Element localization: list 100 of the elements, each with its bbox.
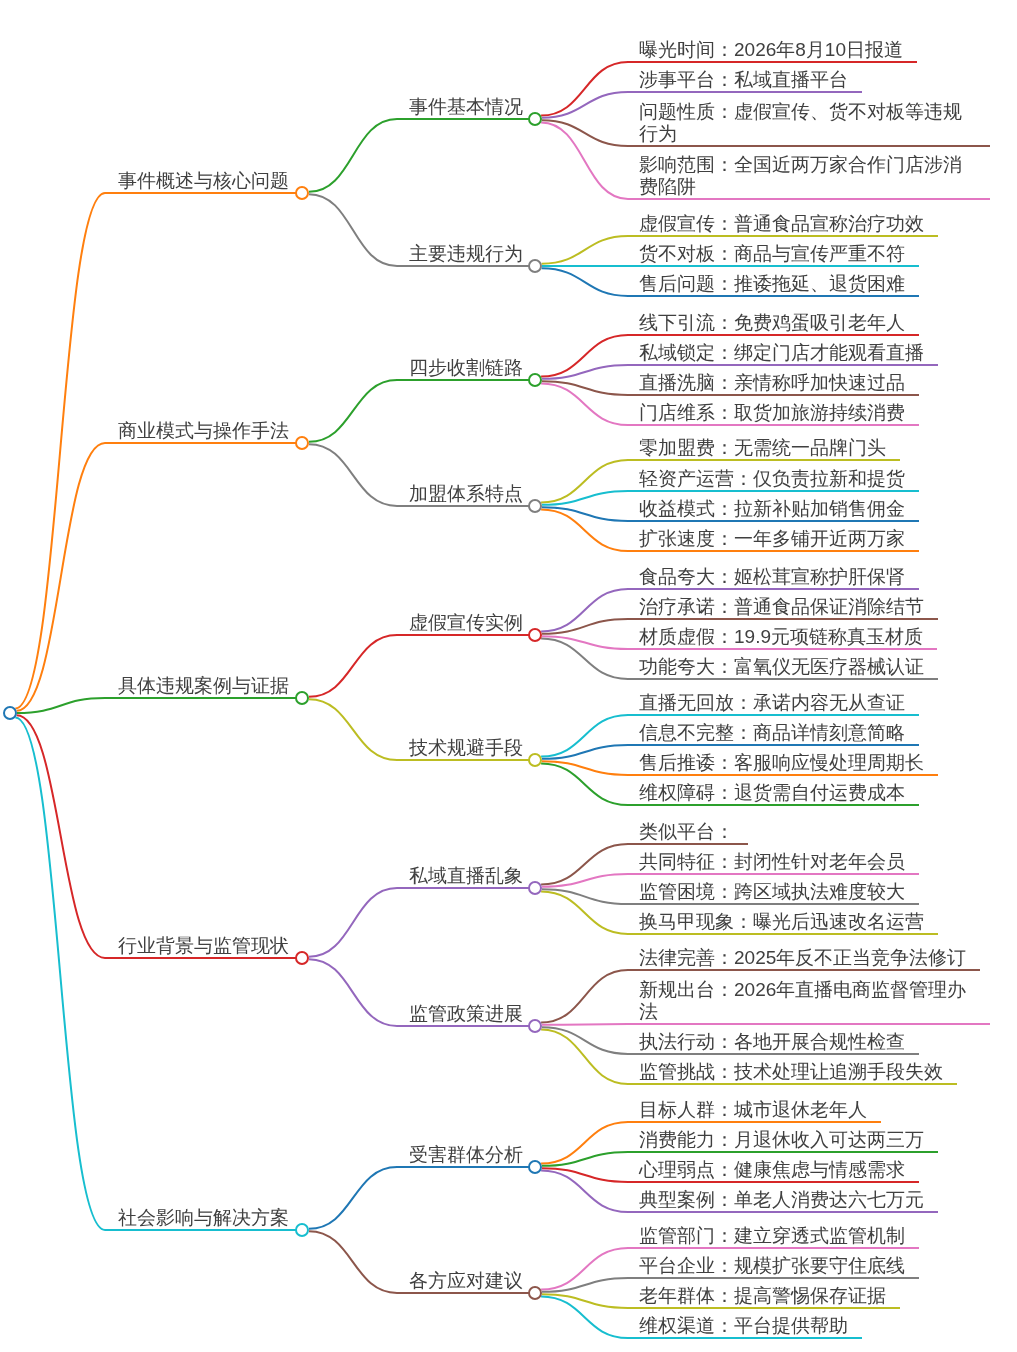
branch-connector xyxy=(307,118,398,193)
branch-connector xyxy=(15,714,106,959)
leaf-topic-label: 私域锁定：绑定门店才能观看直播 xyxy=(628,342,938,366)
branch-connector xyxy=(540,91,629,119)
branch-connector xyxy=(540,1295,629,1339)
subtopic-node xyxy=(397,243,542,273)
leaf-topic-label: 消费能力：月退休收入可达两三万 xyxy=(628,1129,938,1153)
branch-connector xyxy=(540,267,629,297)
branch-connector xyxy=(540,1277,629,1293)
branch-connector xyxy=(540,1023,629,1026)
subtopic-node xyxy=(397,1270,542,1300)
leaf-topic-label: 售后推诿：客服响应慢处理周期长 xyxy=(628,752,938,776)
branch-connector xyxy=(540,618,629,635)
branch-connector xyxy=(540,380,629,396)
subtopic-node xyxy=(397,483,542,513)
subtopic-label: 加盟体系特点 xyxy=(409,483,523,505)
subtopic-node xyxy=(397,612,542,642)
branch-connector xyxy=(307,958,398,1027)
branch-connector xyxy=(307,379,398,443)
subtopic-node xyxy=(397,865,542,895)
leaf-topic-label: 问题性质：虚假宣传、货不对板等违规行为 xyxy=(628,101,990,147)
leaf-topic-label: 执法行动：各地开展合规性检查 xyxy=(628,1031,919,1055)
branch-connector xyxy=(540,1247,629,1291)
branch-connector xyxy=(540,61,629,117)
subtopic-label: 四步收割链路 xyxy=(409,357,523,379)
branch-connector xyxy=(540,969,629,1024)
subtopic-label: 受害群体分析 xyxy=(409,1144,523,1166)
branch-connector xyxy=(540,1293,629,1309)
leaf-topic-label: 涉事平台：私域直播平台 xyxy=(628,69,862,93)
branch-connector xyxy=(540,1169,629,1213)
branch-connector xyxy=(540,382,629,426)
leaf-topic-label: 维权障碍：退货需自付运费成本 xyxy=(628,782,919,806)
branch-connector xyxy=(540,714,629,758)
leaf-topic-label: 典型案例：单老人消费达六七万元 xyxy=(628,1189,938,1213)
leaf-topic-label: 扩张速度：一年多铺开近两万家 xyxy=(628,528,919,552)
leaf-topic-label: 直播洗脑：亲情称呼加快速过品 xyxy=(628,372,919,396)
main-topic-label: 行业背景与监管现状 xyxy=(118,935,289,957)
branch-connector xyxy=(15,442,106,712)
branch-connector xyxy=(14,716,106,1231)
leaf-topic-label: 类似平台： xyxy=(628,821,748,845)
branch-connector xyxy=(540,119,629,147)
leaf-topic-label: 直播无回放：承诺内容无从查证 xyxy=(628,692,919,716)
branch-connector xyxy=(540,1121,629,1165)
subtopic-label: 虚假宣传实例 xyxy=(409,612,523,634)
leaf-topic-label: 监管挑战：技术处理让追溯手段失效 xyxy=(628,1061,957,1085)
branch-connector xyxy=(540,744,629,760)
subtopic-node xyxy=(397,357,542,387)
subtopic-node xyxy=(397,1144,542,1174)
leaf-topic-label: 法律完善：2025年反不正当竞争法修订 xyxy=(628,947,981,971)
leaf-topic-label: 功能夸大：富氧仪无医疗器械认证 xyxy=(628,656,938,680)
leaf-topic-label: 老年群体：提高警惕保存证据 xyxy=(628,1285,900,1309)
subtopic-label: 私域直播乱象 xyxy=(409,865,523,887)
main-topic-node xyxy=(105,675,309,705)
leaf-topic-label: 零加盟费：无需统一品牌门头 xyxy=(628,437,900,461)
leaf-topic-label: 虚假宣传：普通食品宣称治疗功效 xyxy=(628,213,938,237)
leaf-topic-label: 线下引流：免费鸡蛋吸引老年人 xyxy=(628,312,919,336)
branch-connector xyxy=(307,193,398,267)
branch-connector xyxy=(540,334,629,378)
main-topic-node xyxy=(105,420,309,450)
branch-connector xyxy=(540,235,629,265)
leaf-topic-label: 影响范围：全国近两万家合作门店涉消费陷阱 xyxy=(628,154,990,200)
subtopic-label: 主要违规行为 xyxy=(409,243,523,265)
subtopic-node xyxy=(397,96,542,126)
branch-connector xyxy=(540,637,629,680)
branch-connector xyxy=(540,1026,629,1055)
circle-node-icon xyxy=(3,706,17,720)
branch-connector xyxy=(307,698,398,761)
branch-connector xyxy=(540,508,629,552)
branch-connector xyxy=(540,888,629,905)
branch-connector xyxy=(540,1028,629,1085)
leaf-topic-label: 监管部门：建立穿透式监管机制 xyxy=(628,1225,919,1249)
main-topic-node xyxy=(105,1207,309,1237)
leaf-topic-label: 轻资产运营：仅负责拉新和提货 xyxy=(628,468,919,492)
branch-connector xyxy=(16,697,106,714)
branch-connector xyxy=(541,265,629,267)
leaf-topic-label: 信息不完整：商品详情刻意简略 xyxy=(628,722,919,746)
branch-connector xyxy=(307,887,398,958)
main-topic-label: 事件概述与核心问题 xyxy=(118,170,289,192)
leaf-topic-label: 材质虚假：19.9元项链称真玉材质 xyxy=(628,626,937,650)
leaf-topic-label: 曝光时间：2026年8月10日报道 xyxy=(628,39,917,63)
leaf-topic-label: 门店维系：取货加旅游持续消费 xyxy=(628,402,919,426)
subtopic-label: 各方应对建议 xyxy=(409,1270,523,1292)
leaf-topic-label: 换马甲现象：曝光后迅速改名运营 xyxy=(628,911,938,935)
branch-connector xyxy=(307,443,398,507)
branch-connector xyxy=(540,760,629,776)
branch-connector xyxy=(14,192,106,710)
branch-connector xyxy=(540,762,629,806)
branch-connector xyxy=(540,364,629,380)
subtopic-label: 事件基本情况 xyxy=(409,96,523,118)
main-topic-node xyxy=(105,935,309,965)
leaf-topic-label: 治疗承诺：普通食品保证消除结节 xyxy=(628,596,938,620)
branch-connector xyxy=(540,635,629,650)
branch-connector xyxy=(540,490,629,506)
leaf-topic-label: 平台企业：规模扩张要守住底线 xyxy=(628,1255,919,1279)
branch-connector xyxy=(540,1151,629,1167)
branch-connector xyxy=(540,1167,629,1183)
branch-connector xyxy=(540,588,629,633)
branch-connector xyxy=(540,890,629,935)
main-topic-label: 商业模式与操作手法 xyxy=(118,420,289,442)
leaf-topic-label: 共同特征：封闭性针对老年会员 xyxy=(628,851,919,875)
